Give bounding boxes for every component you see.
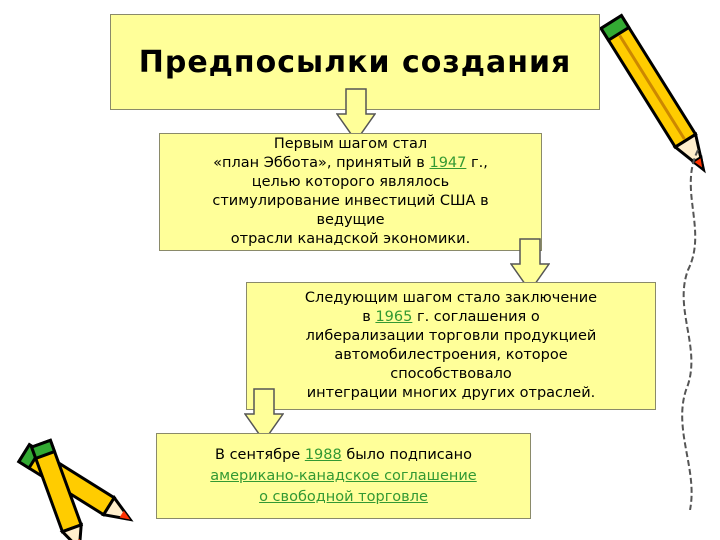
year-1988-link[interactable]: 1988 [304, 446, 342, 463]
step2-line4: автомобилестроения, которое [334, 347, 568, 363]
year-1965-link[interactable]: 1965 [375, 309, 413, 325]
step3-line1: В сентябре 1988 было подписано [210, 445, 476, 466]
step1-line3: целью которого являлось [251, 174, 450, 190]
step2-line3: либерализации торговли продукцией [305, 328, 597, 344]
squiggle-line-icon [681, 150, 699, 510]
down-arrow-icon [336, 88, 376, 142]
free-trade-link[interactable]: о свободной торговле [259, 488, 428, 505]
step1-text: «план Эббота», принятый в [213, 155, 430, 171]
down-arrow-icon [510, 238, 550, 292]
agreement-link[interactable]: американо-канадское соглашение [210, 467, 477, 484]
step3-box: В сентябре 1988 было подписано американо… [156, 433, 531, 519]
step2-line2: в 1965 г. соглашения о [305, 308, 597, 327]
step2-text-end: г. соглашения о [412, 309, 540, 325]
step1-box: Первым шагом стал «план Эббота», приняты… [159, 133, 542, 251]
step2-line6: интеграции многих других отраслей. [306, 385, 596, 401]
title-box: Предпосылки создания [110, 14, 600, 110]
page-title: Предпосылки создания [138, 44, 572, 80]
step3-text: В сентябре [215, 446, 305, 463]
step1-line4: стимулирование инвестиций США в [212, 193, 489, 209]
step2-line1: Следующим шагом стало заключение [304, 290, 598, 306]
step2-line5: способствовало [390, 366, 512, 382]
step3-text-end: было подписано [341, 446, 472, 463]
pencils-icon [16, 438, 134, 540]
down-arrow-icon [244, 388, 284, 442]
pencil-icon [600, 13, 706, 174]
step1-line6: отрасли канадской экономики. [230, 231, 471, 247]
year-1947-link[interactable]: 1947 [429, 155, 467, 171]
step2-box: Следующим шагом стало заключение в 1965 … [246, 282, 656, 410]
step1-line5: ведущие [316, 212, 385, 228]
step1-line1: Первым шагом стал [273, 136, 428, 152]
step1-line2: «план Эббота», принятый в 1947 г., [212, 154, 488, 173]
step2-text: в [362, 309, 376, 325]
step1-text-end: г., [466, 155, 488, 171]
